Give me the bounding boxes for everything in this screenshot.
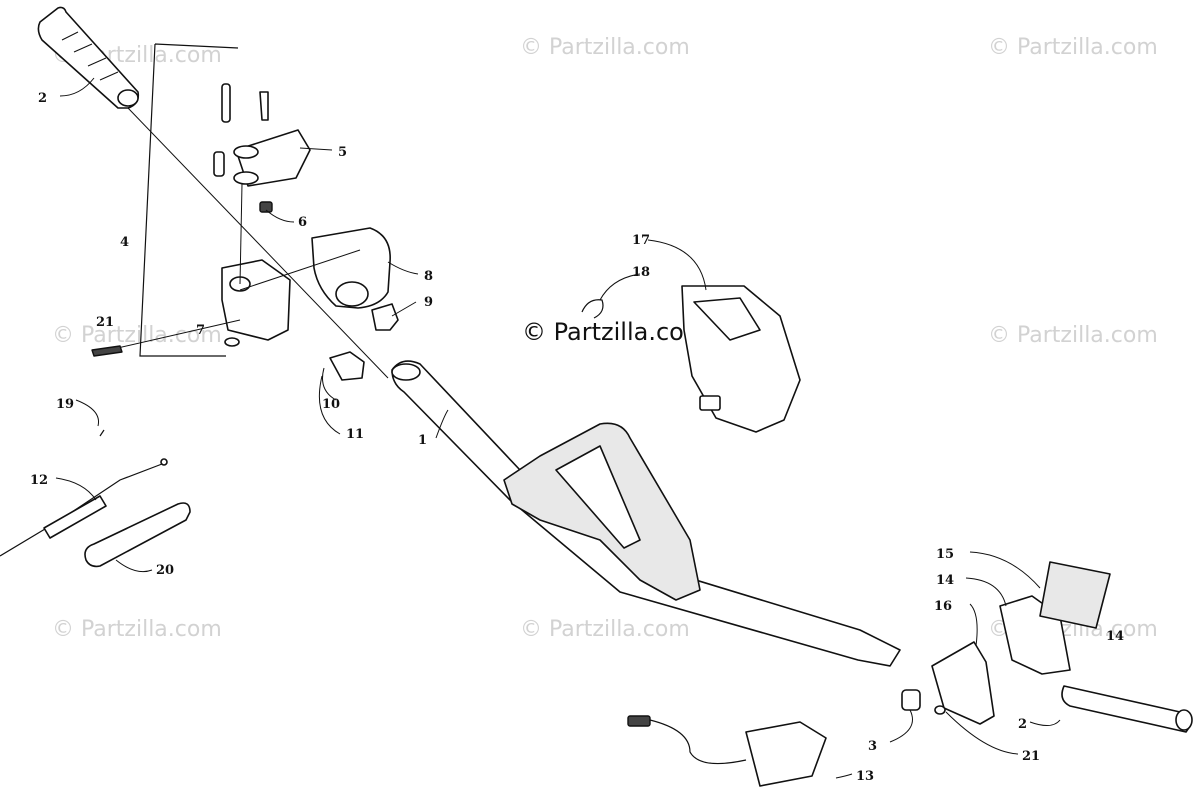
callout-4: 4 — [120, 235, 129, 250]
part-9 — [371, 303, 399, 331]
callout-12: 12 — [30, 473, 48, 488]
callout-6: 6 — [298, 215, 307, 230]
watermark: © Partzilla.com — [520, 617, 690, 642]
callout-3: 3 — [868, 739, 877, 754]
callout-20: 20 — [156, 563, 174, 578]
screw-21 — [91, 345, 123, 357]
callouts: 2 4 5 6 8 9 21 7 10 11 1 17 18 19 12 20 … — [30, 91, 1124, 784]
callout-21: 21 — [96, 315, 114, 330]
throttle-housing — [311, 227, 391, 309]
watermark: © Partzilla.com — [520, 35, 690, 60]
wiring-harness — [627, 715, 827, 787]
callout-19: 19 — [56, 397, 74, 412]
assembly-bracket-4 — [139, 43, 239, 357]
callout-9: 9 — [424, 295, 433, 310]
callout-7: 7 — [196, 323, 205, 338]
watermark: © Partzilla.com — [988, 323, 1158, 348]
callout-8: 8 — [424, 269, 433, 284]
throttle-cable — [0, 429, 168, 557]
callout-15: 15 — [936, 547, 954, 562]
callout-21-right: 21 — [1022, 749, 1040, 764]
watermark: © Partzilla.com — [52, 617, 222, 642]
center-watermark: © Partzilla.com — [522, 318, 707, 346]
leaders — [55, 77, 1061, 779]
hand-control — [931, 561, 1111, 725]
leader — [127, 107, 389, 379]
leader — [239, 183, 243, 285]
leader — [599, 239, 707, 301]
washer-7 — [224, 337, 240, 347]
watermark: © Partzilla.com — [988, 35, 1158, 60]
callout-16: 16 — [934, 599, 952, 614]
callout-14: 14 — [936, 573, 954, 588]
callout-2-right: 2 — [1018, 717, 1027, 732]
tube-20 — [84, 502, 191, 568]
callout-13: 13 — [856, 769, 874, 784]
handlebar — [391, 360, 901, 667]
left-grip — [37, 6, 140, 109]
throttle-block — [221, 259, 291, 341]
riser-clamp — [681, 285, 801, 433]
spacer-3 — [901, 689, 921, 711]
callout-17: 17 — [632, 233, 650, 248]
callout-5: 5 — [338, 145, 347, 160]
callout-11: 11 — [346, 427, 364, 442]
callout-2: 2 — [38, 91, 47, 106]
part-10 — [329, 351, 365, 381]
leader — [239, 249, 361, 291]
callout-1: 1 — [418, 433, 427, 448]
callout-10: 10 — [322, 397, 340, 412]
clip-18 — [581, 299, 604, 319]
throttle-lever — [213, 83, 311, 213]
leader — [99, 319, 241, 353]
callout-14-right: 14 — [1106, 629, 1124, 644]
right-grip — [1061, 685, 1193, 733]
callout-18: 18 — [632, 265, 650, 280]
